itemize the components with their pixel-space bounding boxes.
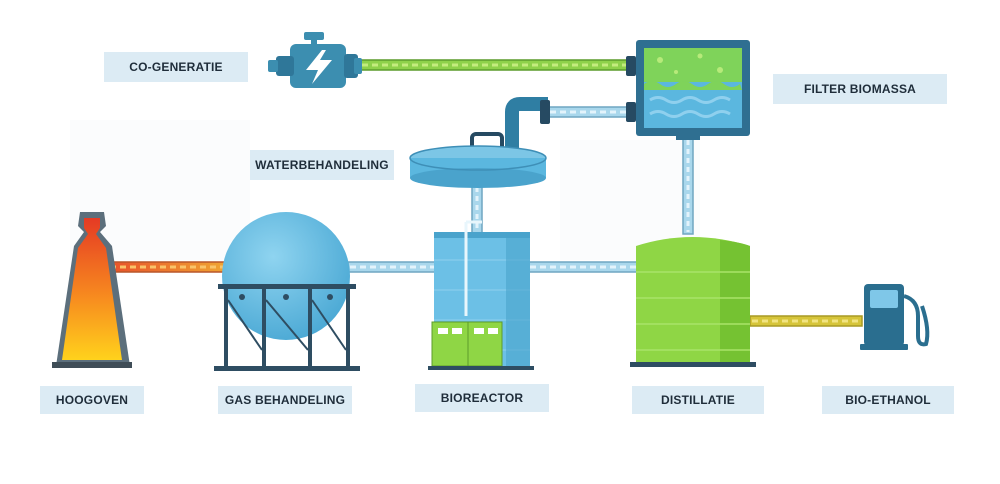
label-waterbehandeling: WATERBEHANDELING [250, 150, 394, 180]
label-bioreactor: BIOREACTOR [415, 384, 549, 412]
pipe-basin-to-bioreactor [471, 184, 483, 236]
engine-icon [268, 32, 362, 88]
label-filter-biomassa: FILTER BIOMASSA [773, 74, 947, 104]
label-hoogoven: HOOGOVEN [40, 386, 144, 414]
bioreactor-tank-icon [428, 220, 534, 370]
pipe-filter-to-distillation [682, 137, 694, 235]
label-distillatie: DISTILLATIE [632, 386, 764, 414]
background-shapes [70, 120, 700, 260]
settling-basin-icon [409, 132, 547, 188]
pipe-furnace-to-gas [107, 261, 229, 273]
pipe-gas-to-bioreactor [347, 261, 437, 273]
fuel-pump-icon [860, 284, 930, 350]
pipe-engine-to-filter [359, 59, 629, 71]
furnace-icon [52, 212, 132, 368]
pipe-filter-to-basin [505, 97, 629, 150]
distillation-tank-icon [630, 237, 756, 367]
label-gas-behandeling: GAS BEHANDELING [218, 386, 352, 414]
pipe-bioreactor-to-distillation [527, 261, 639, 273]
gas-sphere-icon [214, 212, 360, 371]
label-bio-ethanol: BIO-ETHANOL [822, 386, 954, 414]
filter-tank-icon [626, 40, 750, 140]
pipe-distillation-to-pump [749, 315, 863, 327]
label-co-generatie: CO-GENERATIE [104, 52, 248, 82]
